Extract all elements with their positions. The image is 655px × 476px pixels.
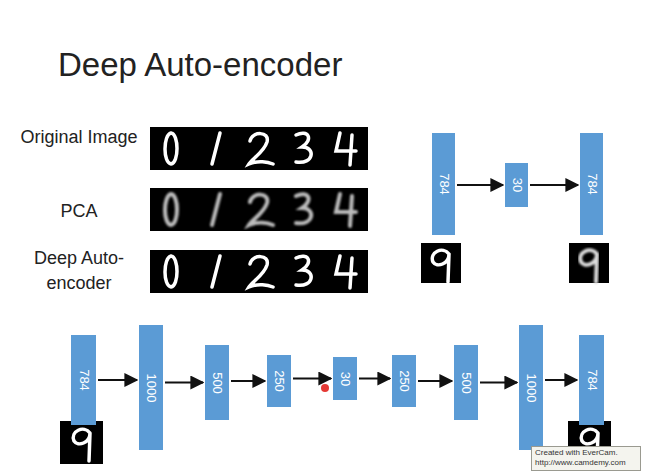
layer-size: 784 — [584, 173, 599, 195]
watermark: Created with EverCam.http://www.camdemy.… — [531, 446, 641, 471]
arrow-connector — [98, 379, 137, 381]
slide-title: Deep Auto-encoder — [58, 46, 342, 84]
arrow-connector — [418, 380, 452, 382]
layer-box: 30 — [505, 163, 528, 207]
layer-box: 250 — [267, 355, 291, 407]
arrow-connector — [165, 382, 203, 384]
nine-images — [60, 243, 611, 464]
layer-size: 784 — [436, 173, 451, 195]
layer-box: 500 — [454, 345, 478, 420]
layer-box: 500 — [205, 345, 229, 420]
layer-size: 250 — [272, 370, 287, 392]
layer-box: 250 — [392, 355, 416, 407]
layer-box: 784 — [580, 133, 603, 235]
pca-strip — [150, 188, 368, 231]
layer-size: 30 — [509, 178, 524, 192]
autoencoder-strip — [150, 250, 368, 293]
layer-size: 1000 — [144, 373, 159, 402]
layer-size: 250 — [397, 370, 412, 392]
layer-size: 784 — [76, 369, 91, 391]
layer-box: 784 — [579, 335, 604, 425]
watermark-text: http://www.camdemy.com — [535, 458, 637, 468]
arrow-connector — [231, 380, 265, 382]
original-strip — [150, 127, 368, 170]
layer-box: 784 — [71, 335, 96, 425]
arrow-connector — [359, 378, 390, 380]
arrow-connector — [545, 379, 577, 381]
arrow-connector — [293, 378, 331, 380]
layer-size: 784 — [584, 369, 599, 391]
layer-size: 1000 — [524, 373, 539, 402]
cursor-dot — [321, 384, 329, 392]
layer-box: 1000 — [519, 325, 543, 450]
arrow-connector — [457, 184, 503, 186]
layer-size: 30 — [338, 371, 353, 385]
row-label: Deep Auto-encoder — [4, 246, 154, 296]
layer-box: 784 — [432, 133, 455, 235]
row-label: PCA — [4, 199, 154, 224]
layer-box: 1000 — [139, 325, 163, 450]
row-label: Original Image — [4, 125, 154, 150]
layer-box: 30 — [333, 357, 357, 400]
arrow-connector — [480, 382, 517, 384]
arrow-connector — [530, 184, 578, 186]
layer-size: 500 — [210, 372, 225, 394]
watermark-text: Created with EverCam. — [535, 448, 637, 458]
layer-size: 500 — [459, 372, 474, 394]
